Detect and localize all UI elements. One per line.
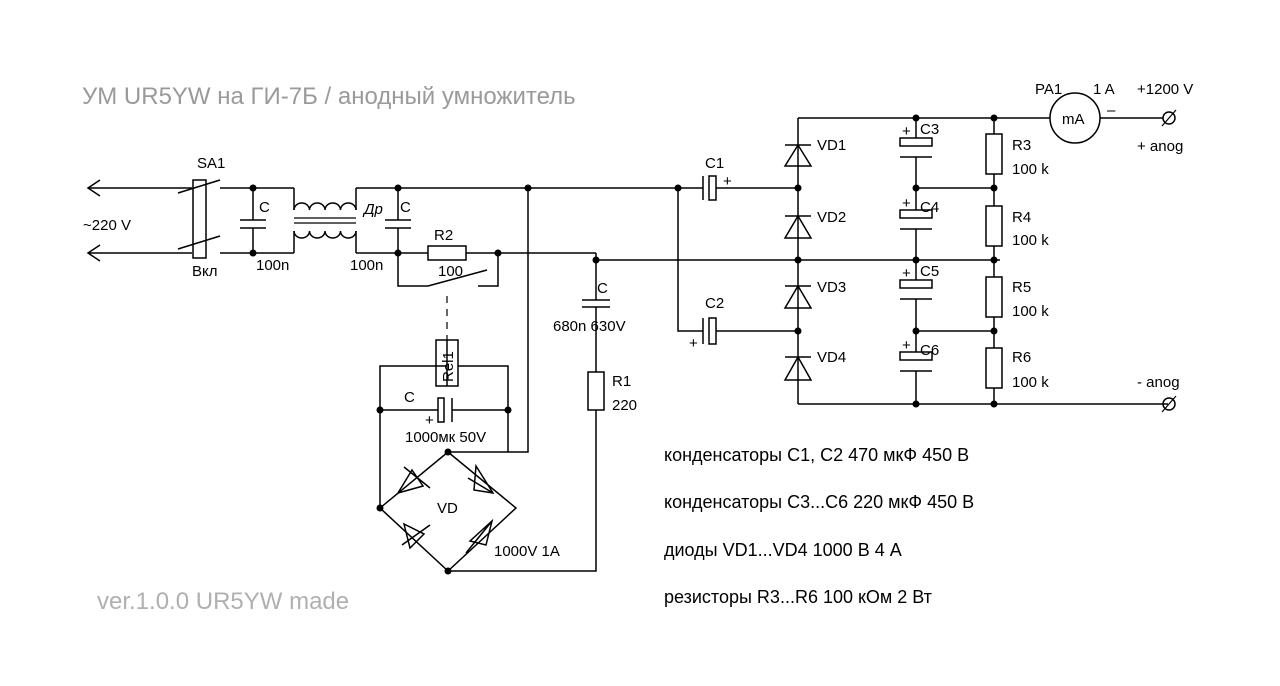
vd2-symbol: [783, 214, 813, 239]
filter-cap-in-ref: C: [259, 199, 270, 216]
r4-ref: R4: [1012, 209, 1031, 226]
meter-range: 1 A: [1093, 81, 1115, 98]
output-pos-label: + anog: [1137, 138, 1183, 155]
r2-value: 100: [438, 263, 463, 280]
bridge-value: 1000V 1A: [494, 543, 560, 560]
wire-bridge-feed: [448, 188, 529, 453]
output-pos-voltage: +1200 V: [1137, 81, 1193, 98]
c2-ref: C2: [705, 295, 724, 312]
meter-polarity: –: [1107, 102, 1116, 119]
mains-label: ~220 V: [83, 217, 131, 234]
mains-input: [86, 179, 192, 262]
c4-label: C4: [920, 199, 939, 216]
bridge-ref: VD: [437, 500, 458, 517]
cap-c2: [702, 317, 798, 345]
note-resistors: резисторы R3...R6 100 кОм 2 Вт: [664, 587, 932, 607]
series-cap-ref: C: [597, 280, 608, 297]
r1-ref: R1: [612, 373, 631, 390]
r2-ref: R2: [434, 227, 453, 244]
filter-cap-in-value: 100n: [256, 257, 289, 274]
c6-polarity: +: [902, 337, 911, 354]
r5-ref: R5: [1012, 279, 1031, 296]
meter-unit: mA: [1062, 111, 1085, 128]
filter-cap-in: [240, 188, 266, 253]
note-diodes: диоды VD1...VD4 1000 В 4 А: [664, 540, 902, 560]
c3-label: C3: [920, 121, 939, 138]
meter-ref: PA1: [1035, 81, 1062, 98]
relay-ref: Rel1: [440, 351, 457, 382]
r4-value: 100 k: [1012, 232, 1049, 249]
r3-value: 100 k: [1012, 161, 1049, 178]
switch-sa1: [177, 179, 258, 259]
r5-value: 100 k: [1012, 303, 1049, 320]
wire-taps: [916, 187, 994, 332]
terminal-positive: [1161, 109, 1177, 127]
c3-polarity: +: [902, 123, 911, 140]
r6-ref: R6: [1012, 349, 1031, 366]
relay-coil: [379, 339, 509, 508]
diagram-title: УМ UR5YW на ГИ-7Б / анодный умножитель: [82, 83, 576, 110]
c5-label: C5: [920, 263, 939, 280]
relay-cap-polarity: +: [425, 412, 434, 429]
filter-cap-out-value: 100n: [350, 257, 383, 274]
meter-pa1: [1049, 92, 1163, 144]
series-cap-value: 680n 630V: [553, 318, 626, 335]
switch-state: Вкл: [192, 263, 218, 280]
relay-cap-value: 1000мк 50V: [405, 429, 486, 446]
relay-cap-ref: C: [404, 389, 415, 406]
choke-ref: Др: [362, 201, 383, 218]
filter-cap-out: [385, 188, 411, 253]
relay-contact: [397, 253, 499, 340]
vd2-label: VD2: [817, 209, 846, 226]
vd4-symbol: [783, 355, 813, 381]
choke: [258, 187, 400, 254]
terminal-negative: [1161, 395, 1177, 413]
c1-polarity: +: [723, 173, 732, 190]
vd1-symbol: [783, 143, 813, 167]
r6-value: 100 k: [1012, 374, 1049, 391]
resistor-r2: [398, 245, 596, 261]
junction-dots: [249, 114, 998, 575]
vd3-label: VD3: [817, 279, 846, 296]
series-cap: [582, 253, 610, 372]
r3-ref: R3: [1012, 137, 1031, 154]
c2-polarity: +: [689, 335, 698, 352]
cap-column: [899, 118, 933, 404]
c5-polarity: +: [902, 265, 911, 282]
note-c3-c6: конденсаторы С3...С6 220 мкФ 450 В: [664, 492, 974, 512]
vd1-label: VD1: [817, 137, 846, 154]
c1-ref: C1: [705, 155, 724, 172]
relay-cap: [380, 397, 508, 423]
filter-cap-out-ref: C: [400, 199, 411, 216]
cap-c1: [677, 175, 798, 332]
resistor-r1: [448, 371, 605, 572]
output-neg-label: - anog: [1137, 374, 1180, 391]
diode-bridge: [378, 451, 518, 573]
vd3-symbol: [783, 284, 813, 309]
c4-polarity: +: [902, 195, 911, 212]
version-label: ver.1.0.0 UR5YW made: [97, 588, 349, 615]
vd4-label: VD4: [817, 349, 846, 366]
note-c1-c2: конденсаторы С1, С2 470 мкФ 450 В: [664, 445, 969, 465]
c6-label: C6: [920, 342, 939, 359]
switch-ref: SA1: [197, 155, 225, 172]
r1-value: 220: [612, 397, 637, 414]
